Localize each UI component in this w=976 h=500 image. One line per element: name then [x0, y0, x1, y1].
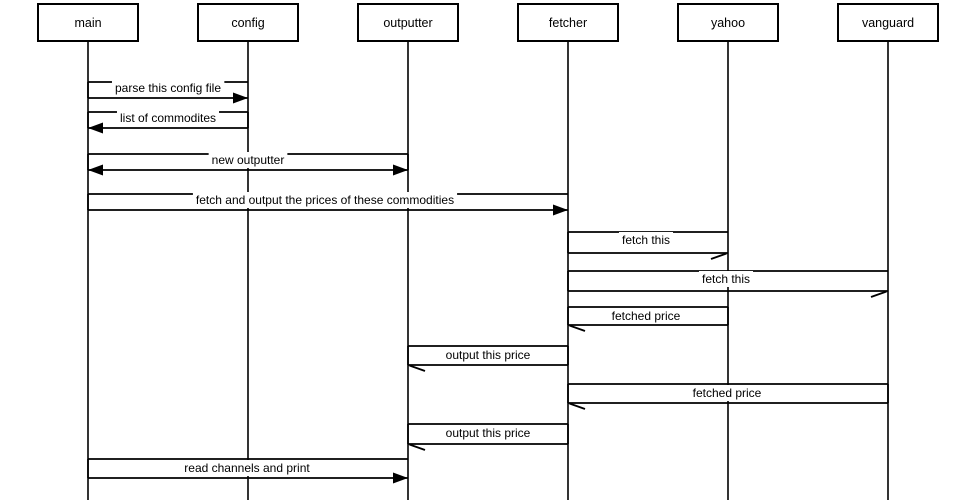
message-label-plate-4 — [618, 232, 674, 248]
participants-group: main config outputter fetcher yahoo vanguard — [37, 3, 939, 42]
participant-label-vanguard: vanguard — [862, 16, 914, 30]
message-label-1: list of commodites — [120, 111, 216, 125]
participant-vanguard[interactable]: vanguard — [837, 3, 939, 42]
participant-box-yahoo — [677, 3, 779, 42]
message-label-plate-7 — [442, 347, 534, 363]
participant-label-yahoo: yahoo — [711, 16, 745, 30]
arrowhead-solid-10 — [393, 472, 408, 484]
message-label-4: fetch this — [622, 233, 670, 247]
message-label-9: output this price — [446, 426, 531, 440]
participant-box-vanguard — [837, 3, 939, 42]
arrowhead-solid-2 — [393, 164, 408, 176]
message-label-plate-8 — [689, 385, 765, 401]
arrowhead-open-5 — [870, 290, 887, 298]
participant-fetcher[interactable]: fetcher — [517, 3, 619, 42]
message-label-plate-1 — [116, 110, 220, 126]
message-label-3: fetch and output the prices of these com… — [196, 193, 454, 207]
message-10 — [87, 458, 408, 484]
participant-config[interactable]: config — [197, 3, 299, 42]
arrowhead-open-7 — [409, 364, 426, 372]
message-label-plate-10 — [181, 460, 314, 476]
message-7 — [407, 345, 569, 372]
message-label-7: output this price — [446, 348, 531, 362]
message-label-6: fetched price — [612, 309, 681, 323]
message-label-2: new outputter — [212, 153, 285, 167]
participant-yahoo[interactable]: yahoo — [677, 3, 779, 42]
message-label-5: fetch this — [702, 272, 750, 286]
participant-box-main — [37, 3, 139, 42]
participant-outputter[interactable]: outputter — [357, 3, 459, 42]
messages-group: parse this config file list of commodites… — [87, 80, 889, 484]
message-label-plate-2 — [208, 152, 288, 168]
participant-box-fetcher — [517, 3, 619, 42]
arrowhead-open-4 — [710, 252, 727, 260]
participant-label-outputter: outputter — [383, 16, 432, 30]
message-9 — [407, 423, 569, 451]
arrowhead-open-6 — [569, 324, 586, 332]
message-6 — [567, 306, 729, 332]
arrowhead-solid-2 — [88, 164, 103, 176]
arrowhead-solid-1 — [88, 122, 103, 134]
message-label-0: parse this config file — [115, 81, 221, 95]
message-label-10: read channels and print — [184, 461, 310, 475]
arrowhead-solid-3 — [553, 204, 568, 216]
participant-label-main: main — [74, 16, 101, 30]
arrowhead-open-8 — [569, 402, 586, 410]
participant-label-fetcher: fetcher — [549, 16, 587, 30]
participant-box-outputter — [357, 3, 459, 42]
message-label-plate-3 — [192, 192, 458, 208]
participant-main[interactable]: main — [37, 3, 139, 42]
participant-box-config — [197, 3, 299, 42]
arrowhead-solid-0 — [233, 92, 248, 104]
message-label-plate-0 — [111, 80, 225, 96]
message-8 — [567, 383, 889, 410]
message-label-plate-5 — [698, 271, 754, 287]
message-label-8: fetched price — [693, 386, 762, 400]
message-label-plate-9 — [442, 425, 534, 441]
arrowhead-open-9 — [409, 443, 426, 451]
participant-label-config: config — [231, 16, 264, 30]
message-label-plate-6 — [608, 308, 684, 324]
